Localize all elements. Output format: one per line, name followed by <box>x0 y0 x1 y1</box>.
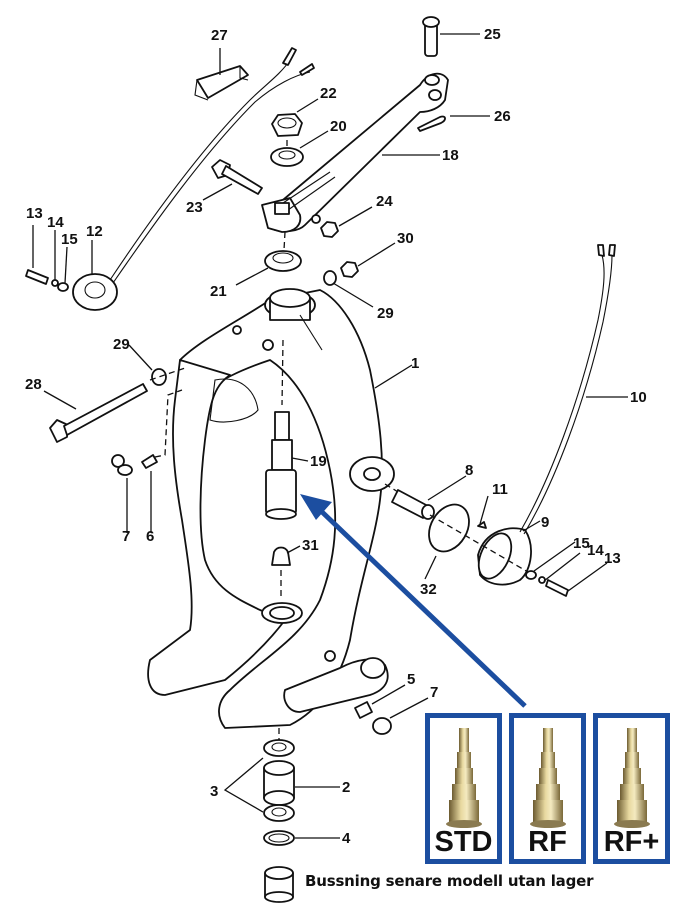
nut-24 <box>320 221 339 238</box>
switch-8 <box>391 489 435 520</box>
washer-20 <box>270 147 304 167</box>
label-13-left: 13 <box>26 205 43 222</box>
label-25: 25 <box>484 26 501 43</box>
leader-lines <box>32 33 628 839</box>
label-30: 30 <box>397 230 414 247</box>
label-10: 10 <box>630 389 647 406</box>
bearing-2 <box>263 760 295 806</box>
washer-29-right <box>323 270 337 286</box>
cotter-pin-26 <box>417 115 446 132</box>
cap-31 <box>271 546 291 566</box>
assembly-centerlines <box>149 140 529 740</box>
label-28: 28 <box>25 376 42 393</box>
fitting-6 <box>141 454 158 469</box>
variant-box-rf: RF <box>509 713 586 864</box>
seal-3-bottom <box>263 804 295 822</box>
part-labels: 27 25 26 18 22 20 23 24 30 29 21 13 14 1… <box>25 26 647 847</box>
label-7-right: 7 <box>430 684 438 701</box>
wire-left <box>109 47 315 284</box>
fitting-7-left <box>111 454 133 476</box>
bolt-28 <box>49 383 148 443</box>
label-23: 23 <box>186 199 203 216</box>
fasteners-right <box>525 570 569 597</box>
label-2: 2 <box>342 779 350 796</box>
kingpin-photo-icon <box>614 728 650 828</box>
nut-22 <box>271 113 303 137</box>
wire-right <box>519 244 616 535</box>
fasteners-left <box>25 269 69 292</box>
label-26: 26 <box>494 108 511 125</box>
label-1: 1 <box>411 355 419 372</box>
label-18: 18 <box>442 147 459 164</box>
clip-27 <box>194 65 249 101</box>
label-12: 12 <box>86 223 103 240</box>
label-20: 20 <box>330 118 347 135</box>
sender-12 <box>72 273 118 311</box>
label-31: 31 <box>302 537 319 554</box>
highlight-arrow <box>300 494 527 708</box>
steering-arm <box>261 72 449 233</box>
bolt-23 <box>211 159 263 195</box>
label-24: 24 <box>376 193 393 210</box>
label-22: 22 <box>320 85 337 102</box>
label-3: 3 <box>210 783 218 800</box>
washer-21 <box>264 250 302 272</box>
nut-30 <box>340 261 359 278</box>
washer-4 <box>263 830 295 846</box>
seal-3-top <box>263 739 295 757</box>
screw-11 <box>477 521 487 529</box>
variant-label-rf-plus: RF+ <box>603 826 660 858</box>
kingpin-photo-icon <box>530 728 566 828</box>
label-11: 11 <box>492 481 508 498</box>
label-5: 5 <box>407 671 415 688</box>
washer-29-left <box>151 368 167 386</box>
variant-label-std: STD <box>434 826 493 858</box>
label-15-left: 15 <box>61 231 78 248</box>
label-6: 6 <box>146 528 154 545</box>
variant-label-rf: RF <box>528 826 567 858</box>
label-14-left: 14 <box>47 214 64 231</box>
label-29-right: 29 <box>377 305 394 322</box>
pin-25 <box>422 16 440 57</box>
label-8: 8 <box>465 462 473 479</box>
label-15-right: 15 <box>573 535 590 552</box>
label-4: 4 <box>342 830 351 847</box>
swivel-bracket <box>147 288 395 729</box>
label-13-right: 13 <box>604 550 621 567</box>
label-14-right: 14 <box>587 542 604 559</box>
bushing-caption: Bussning senare modell utan lager <box>305 872 594 890</box>
label-21: 21 <box>210 283 227 300</box>
label-27: 27 <box>211 27 228 44</box>
bushing-later-model <box>264 866 294 903</box>
label-9: 9 <box>541 514 549 531</box>
variant-box-rf-plus: RF+ <box>593 713 670 864</box>
cap-7-right <box>372 717 392 735</box>
kingpin-19 <box>265 411 297 520</box>
label-19: 19 <box>310 453 327 470</box>
variant-box-std: STD <box>425 713 502 864</box>
label-29-left: 29 <box>113 336 130 353</box>
label-7-left: 7 <box>122 528 130 545</box>
sender-9 <box>477 527 532 586</box>
label-32: 32 <box>420 581 437 598</box>
kingpin-photo-icon <box>446 728 482 828</box>
plate-32 <box>428 503 470 553</box>
fitting-5 <box>354 701 373 719</box>
